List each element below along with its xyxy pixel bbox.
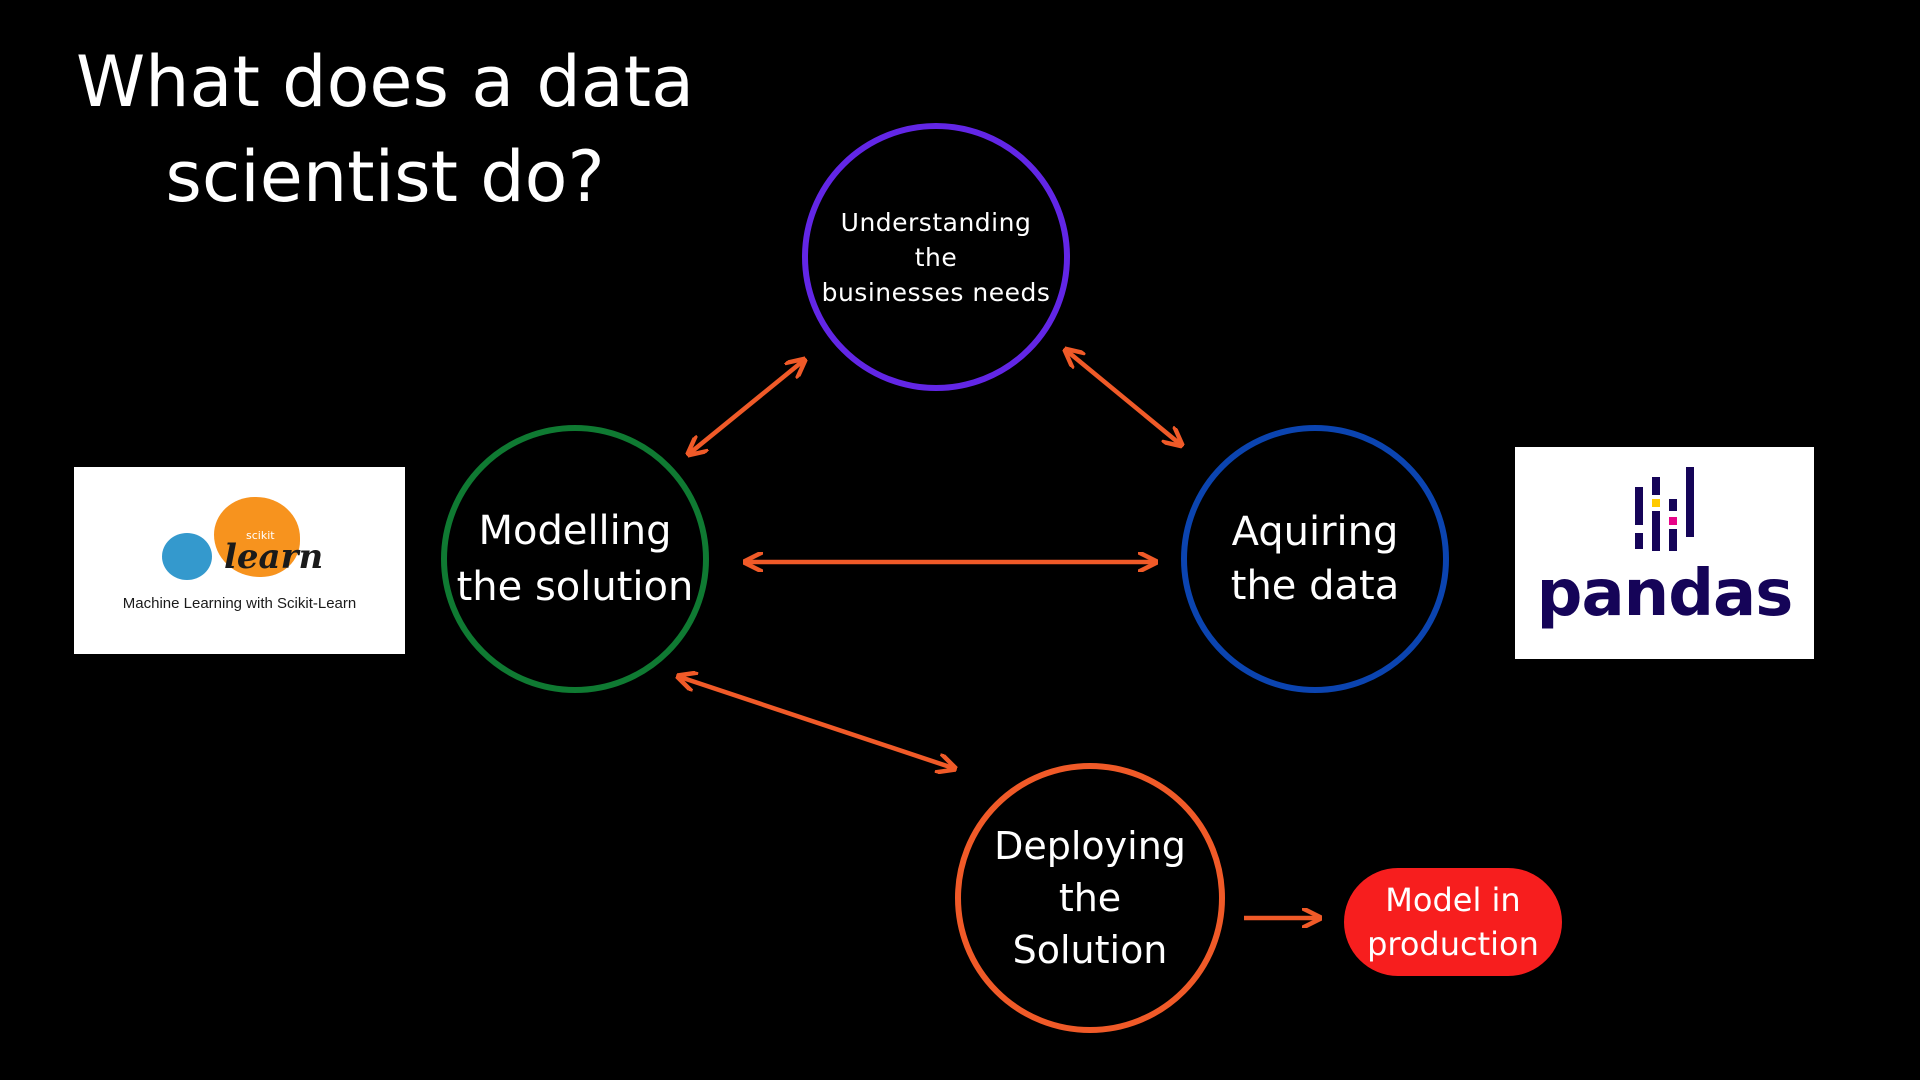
node-deploying-line-3: Solution <box>1012 928 1168 972</box>
sklearn-orange-blob-icon <box>214 497 300 577</box>
model-in-production-badge: Model in production <box>1344 868 1562 976</box>
node-deploying-line-1: Deploying <box>994 824 1186 868</box>
node-understanding-line-1: Understanding <box>840 207 1032 237</box>
production-line-2: production <box>1367 925 1539 963</box>
node-acquiring-line-2: the data <box>1230 563 1400 609</box>
pandas-bar-icon <box>1686 467 1694 537</box>
node-understanding-line-3: businesses needs <box>821 277 1051 307</box>
arrow-modelling-understanding <box>690 361 803 453</box>
sklearn-small-text: scikit <box>246 529 275 542</box>
sklearn-caption: Machine Learning with Scikit-Learn <box>122 595 357 612</box>
pandas-bar-icon <box>1635 487 1643 525</box>
pandas-pink-square-icon <box>1669 517 1677 525</box>
sklearn-blue-blob-icon <box>162 533 212 580</box>
pandas-bar-icon <box>1669 499 1677 511</box>
node-understanding-line-2: the <box>914 242 958 272</box>
node-understanding-business-needs: Understanding the businesses needs <box>802 123 1070 391</box>
title-line-2: scientist do? <box>165 136 605 218</box>
arrow-modelling-deploying <box>680 677 953 768</box>
title-line-1: What does a data <box>75 41 695 123</box>
pandas-yellow-square-icon <box>1652 499 1660 507</box>
pandas-bar-icon <box>1635 517 1643 529</box>
pandas-logo: pandas <box>1515 447 1814 659</box>
node-acquiring-data: Aquiring the data <box>1181 425 1449 693</box>
pandas-bar-icon <box>1652 511 1660 551</box>
sklearn-wordmark: learn <box>224 537 324 577</box>
production-line-1: Model in <box>1385 881 1521 919</box>
page-title: What does a data scientist do? <box>60 35 710 225</box>
node-modelling-line-1: Modelling <box>478 508 672 554</box>
node-deploying-solution: Deploying the Solution <box>955 763 1225 1033</box>
scikit-learn-logo: scikit learn Machine Learning with Sciki… <box>74 467 405 654</box>
pandas-wordmark: pandas <box>1536 557 1794 631</box>
node-modelling-solution: Modelling the solution <box>441 425 709 693</box>
node-deploying-line-2: the <box>1058 876 1122 920</box>
node-modelling-line-2: the solution <box>456 564 694 610</box>
node-acquiring-line-1: Aquiring <box>1231 509 1399 555</box>
pandas-bar-icon <box>1635 533 1643 549</box>
pandas-bar-icon <box>1652 477 1660 495</box>
arrow-understanding-acquiring <box>1067 351 1180 444</box>
pandas-bar-icon <box>1669 529 1677 551</box>
